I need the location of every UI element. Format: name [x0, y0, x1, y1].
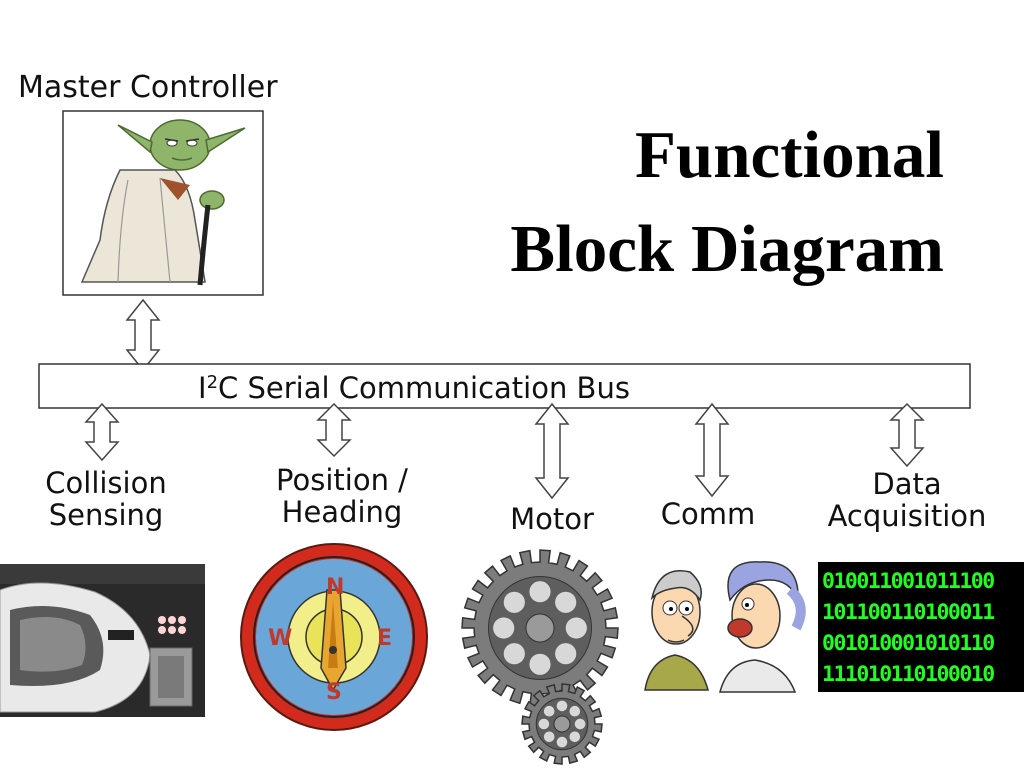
binary-text-block: 010011001011100 101100110100011 00101000… [822, 566, 1022, 690]
master-controller-figure-icon [80, 119, 246, 286]
compass-letter-n: N [326, 575, 345, 600]
module-label-line: Sensing [48, 498, 164, 532]
collision-arrow [84, 402, 120, 462]
binary-row: 101100110100011 [822, 600, 995, 625]
motor-gears-icon [461, 549, 619, 765]
module-label-motor: Motor [490, 503, 614, 535]
position-arrow [316, 402, 352, 458]
gear-spoke-hole [543, 705, 555, 717]
module-label-position: Position / Heading [256, 464, 428, 528]
gear-spoke-hole [555, 591, 577, 613]
bus-label-text: C Serial Communication Bus [218, 371, 630, 405]
title-line-2: Block Diagram [510, 212, 944, 286]
module-label-line: Comm [660, 497, 756, 531]
slide-title: Functional Block Diagram [344, 108, 944, 296]
compass-letter-e: E [377, 626, 393, 651]
bus-label-superscript: 2 [206, 372, 219, 393]
crash-test-car-icon [0, 564, 205, 717]
i2c-bus-bar [38, 363, 971, 409]
module-label-line: Collision [45, 466, 167, 500]
bus-label: I2C Serial Communication Bus [198, 367, 630, 404]
module-label-line: Position / [276, 463, 408, 497]
gear-spoke-hole [574, 718, 586, 730]
module-label-line: Acquisition [827, 499, 987, 533]
gear-spoke-hole [529, 653, 551, 675]
gear-spoke-hole [503, 591, 525, 613]
module-label-data: Data Acquisition [812, 468, 1002, 532]
gear-spoke-hole [556, 736, 568, 748]
motor-arrow [534, 402, 570, 500]
module-label-collision: Collision Sensing [24, 467, 188, 531]
gear-spoke-hole [543, 731, 555, 743]
compass-letter-w: W [268, 626, 293, 651]
module-label-line: Data [872, 467, 942, 501]
binary-row: 010011001011100 [822, 569, 995, 594]
gear-spoke-hole [529, 581, 551, 603]
module-label-comm: Comm [646, 498, 770, 530]
data-acquisition-arrow [889, 402, 925, 468]
gear-spoke-hole [556, 700, 568, 712]
gear-hub [553, 715, 571, 733]
gear-spoke-hole [538, 718, 550, 730]
comm-arrow [694, 402, 730, 498]
gear-spoke-hole [565, 617, 587, 639]
gear-spoke-hole [569, 705, 581, 717]
binary-data-panel [818, 562, 1024, 692]
bus-label-prefix: I [198, 371, 207, 405]
compass-icon [240, 543, 428, 731]
gear-hub [525, 613, 555, 643]
gear-spoke-hole [493, 617, 515, 639]
gear-spoke-hole [555, 643, 577, 665]
master-controller-label: Master Controller [18, 70, 278, 105]
module-label-line: Motor [510, 502, 594, 536]
binary-row: 001010001010110 [822, 631, 995, 656]
module-label-line: Heading [281, 495, 403, 529]
title-line-1: Functional [635, 118, 944, 192]
binary-row: 111010110100010 [822, 662, 995, 687]
gear-spoke-hole [503, 643, 525, 665]
compass-letter-s: S [326, 680, 342, 705]
gear-spoke-hole [569, 731, 581, 743]
master-bus-arrow [125, 298, 161, 372]
comm-people-icon [644, 561, 806, 693]
